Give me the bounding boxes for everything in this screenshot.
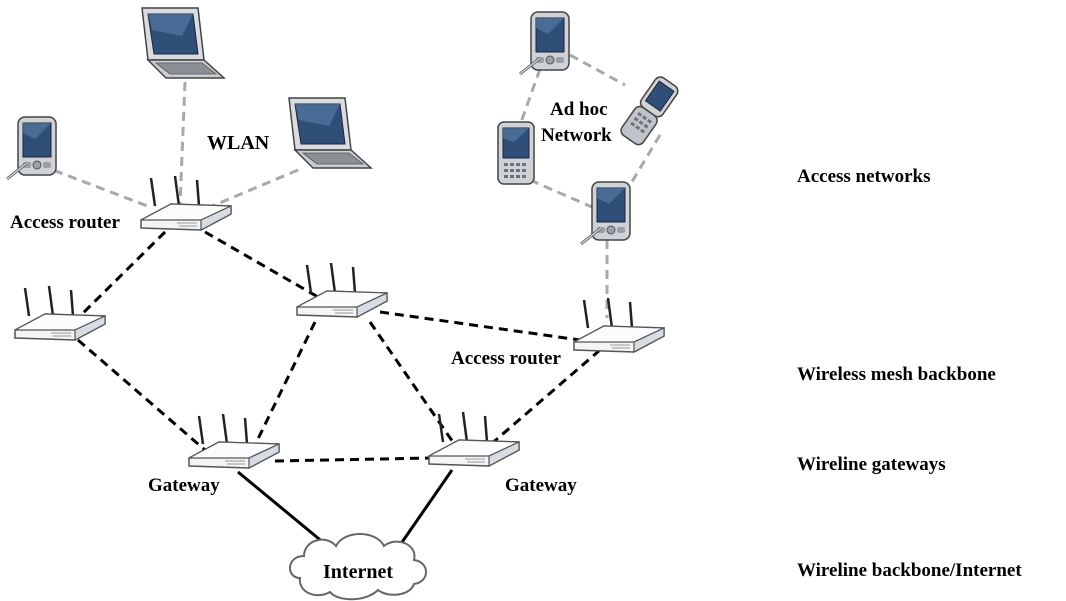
internet-label: Internet: [323, 561, 393, 583]
mesh-links: [76, 230, 601, 463]
gateway-label: Gateway: [505, 475, 577, 496]
tier-wireline-gateways: Wireline gateways: [797, 454, 946, 475]
router-icon: [572, 296, 666, 354]
adhoc-label-line1: Ad hoc: [550, 99, 608, 120]
access-router-label: Access router: [10, 212, 120, 233]
wireline-links: [237, 469, 454, 550]
flip-phone-icon: [617, 73, 681, 148]
access-router-label: Access router: [451, 348, 561, 369]
pda-icon: [5, 115, 58, 181]
pda-icon: [518, 10, 571, 76]
adhoc-label-line2: Network: [541, 125, 612, 146]
gateway-label: Gateway: [148, 475, 220, 496]
laptop-icon: [288, 97, 372, 169]
tier-access-networks: Access networks: [797, 166, 931, 187]
tier-wireline-backbone: Wireline backbone/Internet: [797, 560, 1022, 581]
wireless-access-links: [39, 53, 662, 318]
pda-keyboard-icon: [497, 121, 535, 185]
router-icon: [139, 174, 233, 232]
router-icon: [13, 284, 107, 342]
pda-icon: [579, 180, 632, 246]
router-icon: [295, 261, 389, 319]
wlan-label: WLAN: [207, 132, 270, 154]
tier-wireless-mesh-backbone: Wireless mesh backbone: [797, 364, 996, 385]
laptop-icon: [141, 7, 225, 79]
router-icon: [427, 410, 521, 468]
cloud-icon: [289, 533, 427, 601]
